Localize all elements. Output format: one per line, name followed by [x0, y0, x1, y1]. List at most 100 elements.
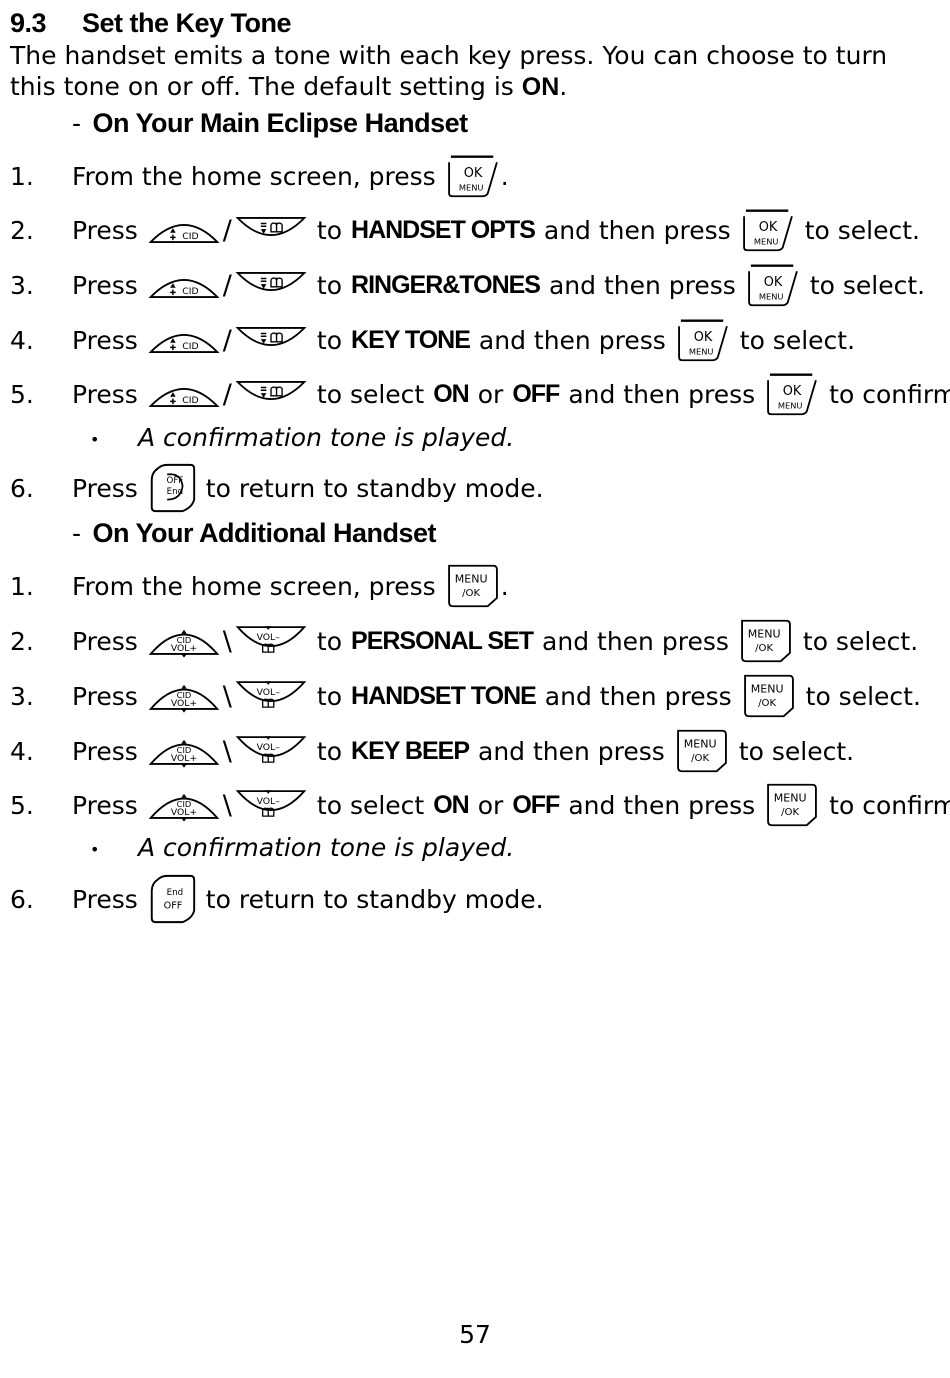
section-heading: 9.3 Set the Key Tone: [10, 8, 292, 39]
step-to: to: [316, 215, 343, 245]
separator: \: [222, 735, 232, 767]
heading-dash: -: [72, 518, 81, 548]
svg-text:VOL+: VOL+: [171, 807, 197, 818]
svg-text:MENU: MENU: [454, 572, 487, 585]
step-text: Press: [72, 790, 138, 820]
down-phonebook-key-icon: [234, 377, 308, 411]
step-text: Press: [72, 884, 138, 914]
step-post: to select.: [804, 215, 920, 245]
menu-target: HANDSET OPTS: [351, 215, 536, 244]
option-on: ON: [433, 790, 469, 819]
step-or: or: [477, 379, 504, 409]
step-mid: and then press: [478, 325, 666, 355]
additional-handset-heading-text: On Your Additional Handset: [92, 518, 437, 548]
menu-ok-key-icon: MENU/OK: [738, 618, 794, 664]
svg-text:End: End: [166, 888, 182, 898]
step-number: 3.: [10, 270, 34, 300]
svg-text:VOL+: VOL+: [171, 643, 197, 654]
svg-text:OFF: OFF: [163, 901, 182, 912]
svg-text:CID: CID: [182, 341, 198, 352]
note-text: A confirmation tone is played.: [138, 423, 515, 452]
svg-text:VOL–: VOL–: [257, 742, 281, 753]
step-mid: and then press: [568, 379, 756, 409]
svg-text:MENU: MENU: [759, 292, 784, 302]
step-number: 2.: [10, 215, 34, 245]
step-post: to confirm.: [829, 379, 950, 409]
up-cid-key-icon: CID: [147, 377, 221, 411]
step-text: From the home screen, press: [72, 161, 436, 191]
step-post: to select.: [805, 681, 921, 711]
step-text-end: .: [500, 161, 509, 191]
svg-text:VOL–: VOL–: [257, 796, 281, 807]
up-cid-key-icon: CID: [147, 213, 221, 247]
svg-text:MENU: MENU: [684, 737, 717, 750]
intro-end: .: [559, 72, 568, 101]
down-phonebook-key-icon: [234, 213, 308, 247]
step-number: 5.: [10, 790, 34, 820]
vol-down-phonebook-key-icon: VOL–: [234, 677, 308, 715]
step-text: From the home screen, press: [72, 571, 436, 601]
section-title: Set the Key Tone: [82, 8, 292, 38]
step-text: Press: [72, 325, 138, 355]
svg-text:MENU: MENU: [459, 183, 484, 193]
step-to: to: [316, 270, 343, 300]
separator: /: [222, 378, 232, 410]
separator: /: [222, 269, 232, 301]
step-text: Press: [72, 473, 138, 503]
down-phonebook-key-icon: [234, 268, 308, 302]
menu-ok-key-icon: MENU/OK: [741, 673, 797, 719]
step-mid: and then press: [568, 790, 756, 820]
step-post: to return to standby mode.: [205, 473, 544, 503]
step-post: to select.: [738, 736, 855, 766]
option-on: ON: [433, 379, 469, 408]
step-post: to select.: [809, 270, 926, 300]
menu-target: HANDSET TONE: [351, 681, 537, 710]
separator: /: [222, 214, 232, 246]
step-to: to select: [316, 790, 425, 820]
svg-text:OK: OK: [783, 384, 802, 399]
step-or: or: [477, 790, 504, 820]
option-off: OFF: [512, 790, 560, 819]
svg-text:MENU: MENU: [750, 682, 783, 695]
step-text: Press: [72, 681, 138, 711]
step-text: Press: [72, 379, 138, 409]
svg-text:MENU: MENU: [774, 791, 807, 804]
step-number: 1.: [10, 571, 34, 601]
option-off: OFF: [512, 379, 560, 408]
step-mid: and then press: [544, 681, 732, 711]
step-mid: and then press: [478, 736, 665, 766]
step-post: to return to standby mode.: [205, 884, 544, 914]
step-mid: and then press: [548, 270, 736, 300]
step-number: 4.: [10, 325, 34, 355]
intro-paragraph: The handset emits a tone with each key p…: [10, 40, 930, 103]
down-phonebook-key-icon: [234, 323, 308, 357]
separator: \: [222, 625, 232, 657]
up-cid-key-icon: CID: [147, 268, 221, 302]
step-to: to: [316, 626, 343, 656]
svg-text:VOL+: VOL+: [171, 753, 197, 764]
step-to: to: [316, 325, 343, 355]
step-number: 4.: [10, 736, 34, 766]
svg-text:MENU: MENU: [778, 401, 803, 411]
step-number: 3.: [10, 681, 34, 711]
menu-target: KEY TONE: [351, 325, 471, 354]
main-note: •A confirmation tone is played.: [90, 423, 514, 452]
separator: /: [222, 324, 232, 356]
step-to: to: [316, 681, 343, 711]
svg-text:OK: OK: [758, 220, 777, 235]
section-number: 9.3: [10, 8, 47, 38]
step-post: to select.: [739, 325, 856, 355]
step-number: 5.: [10, 379, 34, 409]
svg-text:/OK: /OK: [755, 643, 773, 654]
svg-text:CID: CID: [182, 231, 198, 242]
page-number: 57: [459, 1320, 491, 1349]
step-number: 6.: [10, 473, 34, 503]
step-text: Press: [72, 736, 138, 766]
